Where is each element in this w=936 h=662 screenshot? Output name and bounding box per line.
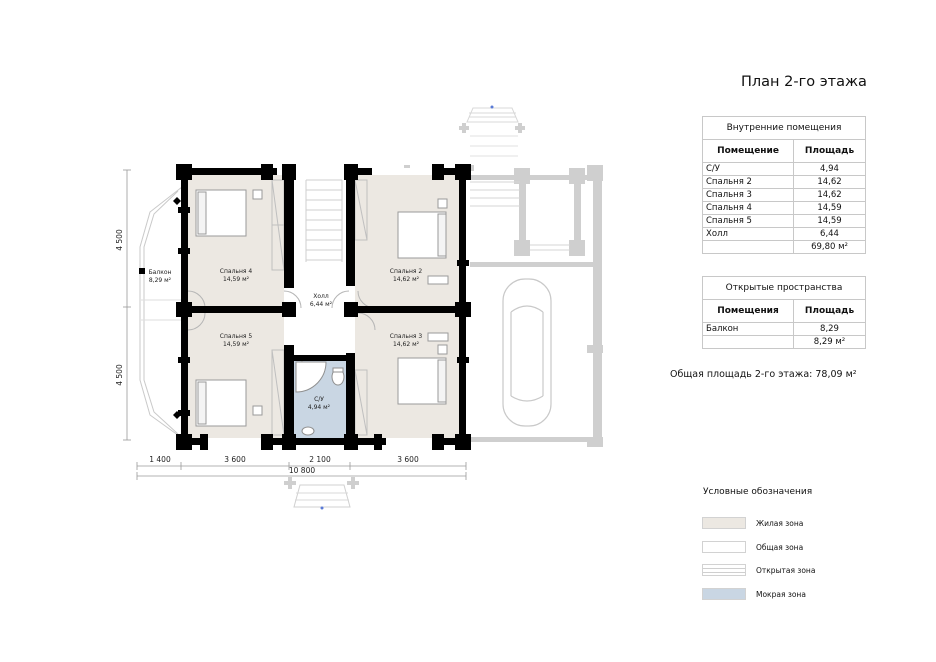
dim-1400: 1 400 [149, 455, 171, 464]
room-area-bedroom4: 14,59 м² [223, 276, 250, 283]
dim-vertical-top: 4 500 [115, 229, 124, 251]
room-name-balcony: Балкон [149, 269, 172, 276]
bed-icons [195, 189, 449, 427]
interior-rooms-table: Внутренние помещения Помещение Площадь С… [702, 116, 866, 254]
dim-3600-right: 3 600 [397, 455, 419, 464]
table-row: С/У 4,94 [702, 162, 866, 176]
open-col-area: Площадь [793, 299, 866, 323]
legend-label-open: Открытая зона [756, 566, 816, 575]
room-area-wc: 4,94 м² [308, 404, 331, 411]
row-area: 14,59 [793, 214, 866, 228]
row-room: Спальня 2 [702, 175, 794, 189]
car-icon [502, 278, 552, 427]
interior-total: 69,80 м² [793, 240, 866, 254]
walls [176, 164, 471, 450]
interior-col-room: Помещение [702, 139, 794, 163]
dimension-lines [123, 169, 467, 480]
row-room: Спальня 5 [702, 214, 794, 228]
page-title: План 2-го этажа [741, 74, 867, 90]
table-row: Спальня 4 14,59 [702, 201, 866, 215]
total-area: Общая площадь 2-го этажа: 78,09 м² [670, 369, 857, 380]
open-col-room: Помещения [702, 299, 794, 323]
open-spaces-table: Открытые пространства Помещения Площадь … [702, 276, 866, 349]
top-entrance-ghost [404, 105, 525, 170]
legend-label-living: Жилая зона [756, 519, 804, 528]
legend-swatch-wet [702, 588, 746, 600]
legend-swatch-open [702, 564, 746, 576]
room-area-bedroom2: 14,62 м² [393, 276, 420, 283]
room-name-bedroom4: Спальня 4 [220, 268, 253, 275]
legend-swatch-living [702, 517, 746, 529]
row-area: 14,59 [793, 201, 866, 215]
room-name-bedroom3: Спальня 3 [390, 333, 423, 340]
table-row: Спальня 5 14,59 [702, 214, 866, 228]
wc-fixtures [295, 361, 345, 436]
row-area: 6,44 [793, 227, 866, 241]
balcony [139, 185, 183, 439]
room-name-bedroom2: Спальня 2 [390, 268, 423, 275]
table-total-row: 69,80 м² [702, 240, 866, 254]
dim-2100: 2 100 [309, 455, 331, 464]
legend-swatch-common [702, 541, 746, 553]
interior-col-area: Площадь [793, 139, 866, 163]
legend-title: Условные обозначения [703, 487, 813, 497]
table-row: Балкон 8,29 [702, 322, 866, 336]
table-total-row: 8,29 м² [702, 335, 866, 349]
row-area: 14,62 [793, 175, 866, 189]
room-name-bedroom5: Спальня 5 [220, 333, 253, 340]
row-room: С/У [702, 162, 794, 176]
table-row: Холл 6,44 [702, 227, 866, 241]
dim-total: 10 800 [289, 466, 315, 475]
room-area-balcony: 8,29 м² [149, 277, 172, 284]
row-room: Спальня 4 [702, 201, 794, 215]
room-name-wc: С/У [314, 396, 324, 403]
row-area: 4,94 [793, 162, 866, 176]
dim-vertical-bottom: 4 500 [115, 364, 124, 386]
room-area-hall: 6,44 м² [310, 301, 333, 308]
garage-ghost [466, 165, 603, 447]
row-room: Спальня 3 [702, 188, 794, 202]
room-name-hall: Холл [313, 293, 329, 300]
row-room: Холл [702, 227, 794, 241]
table-row: Спальня 3 14,62 [702, 188, 866, 202]
dim-3600-left: 3 600 [224, 455, 246, 464]
dimension-labels: 1 400 3 600 2 100 3 600 10 800 4 500 4 5… [115, 229, 419, 475]
open-total: 8,29 м² [793, 335, 866, 349]
interior-table-caption: Внутренние помещения [702, 116, 866, 140]
row-room: Балкон [702, 322, 794, 336]
bottom-entrance [284, 477, 359, 510]
legend-label-wet: Мокрая зона [756, 590, 806, 599]
legend-label-common: Общая зона [756, 543, 804, 552]
garage-stairs-ghost [470, 181, 570, 251]
table-row: Спальня 2 14,62 [702, 175, 866, 189]
open-table-caption: Открытые пространства [702, 276, 866, 300]
row-area: 8,29 [793, 322, 866, 336]
stairs [305, 179, 343, 262]
room-labels: Спальня 4 14,59 м² Спальня 2 14,62 м² Сп… [149, 268, 423, 411]
row-area: 14,62 [793, 188, 866, 202]
room-area-bedroom3: 14,62 м² [393, 341, 420, 348]
room-area-bedroom5: 14,59 м² [223, 341, 250, 348]
